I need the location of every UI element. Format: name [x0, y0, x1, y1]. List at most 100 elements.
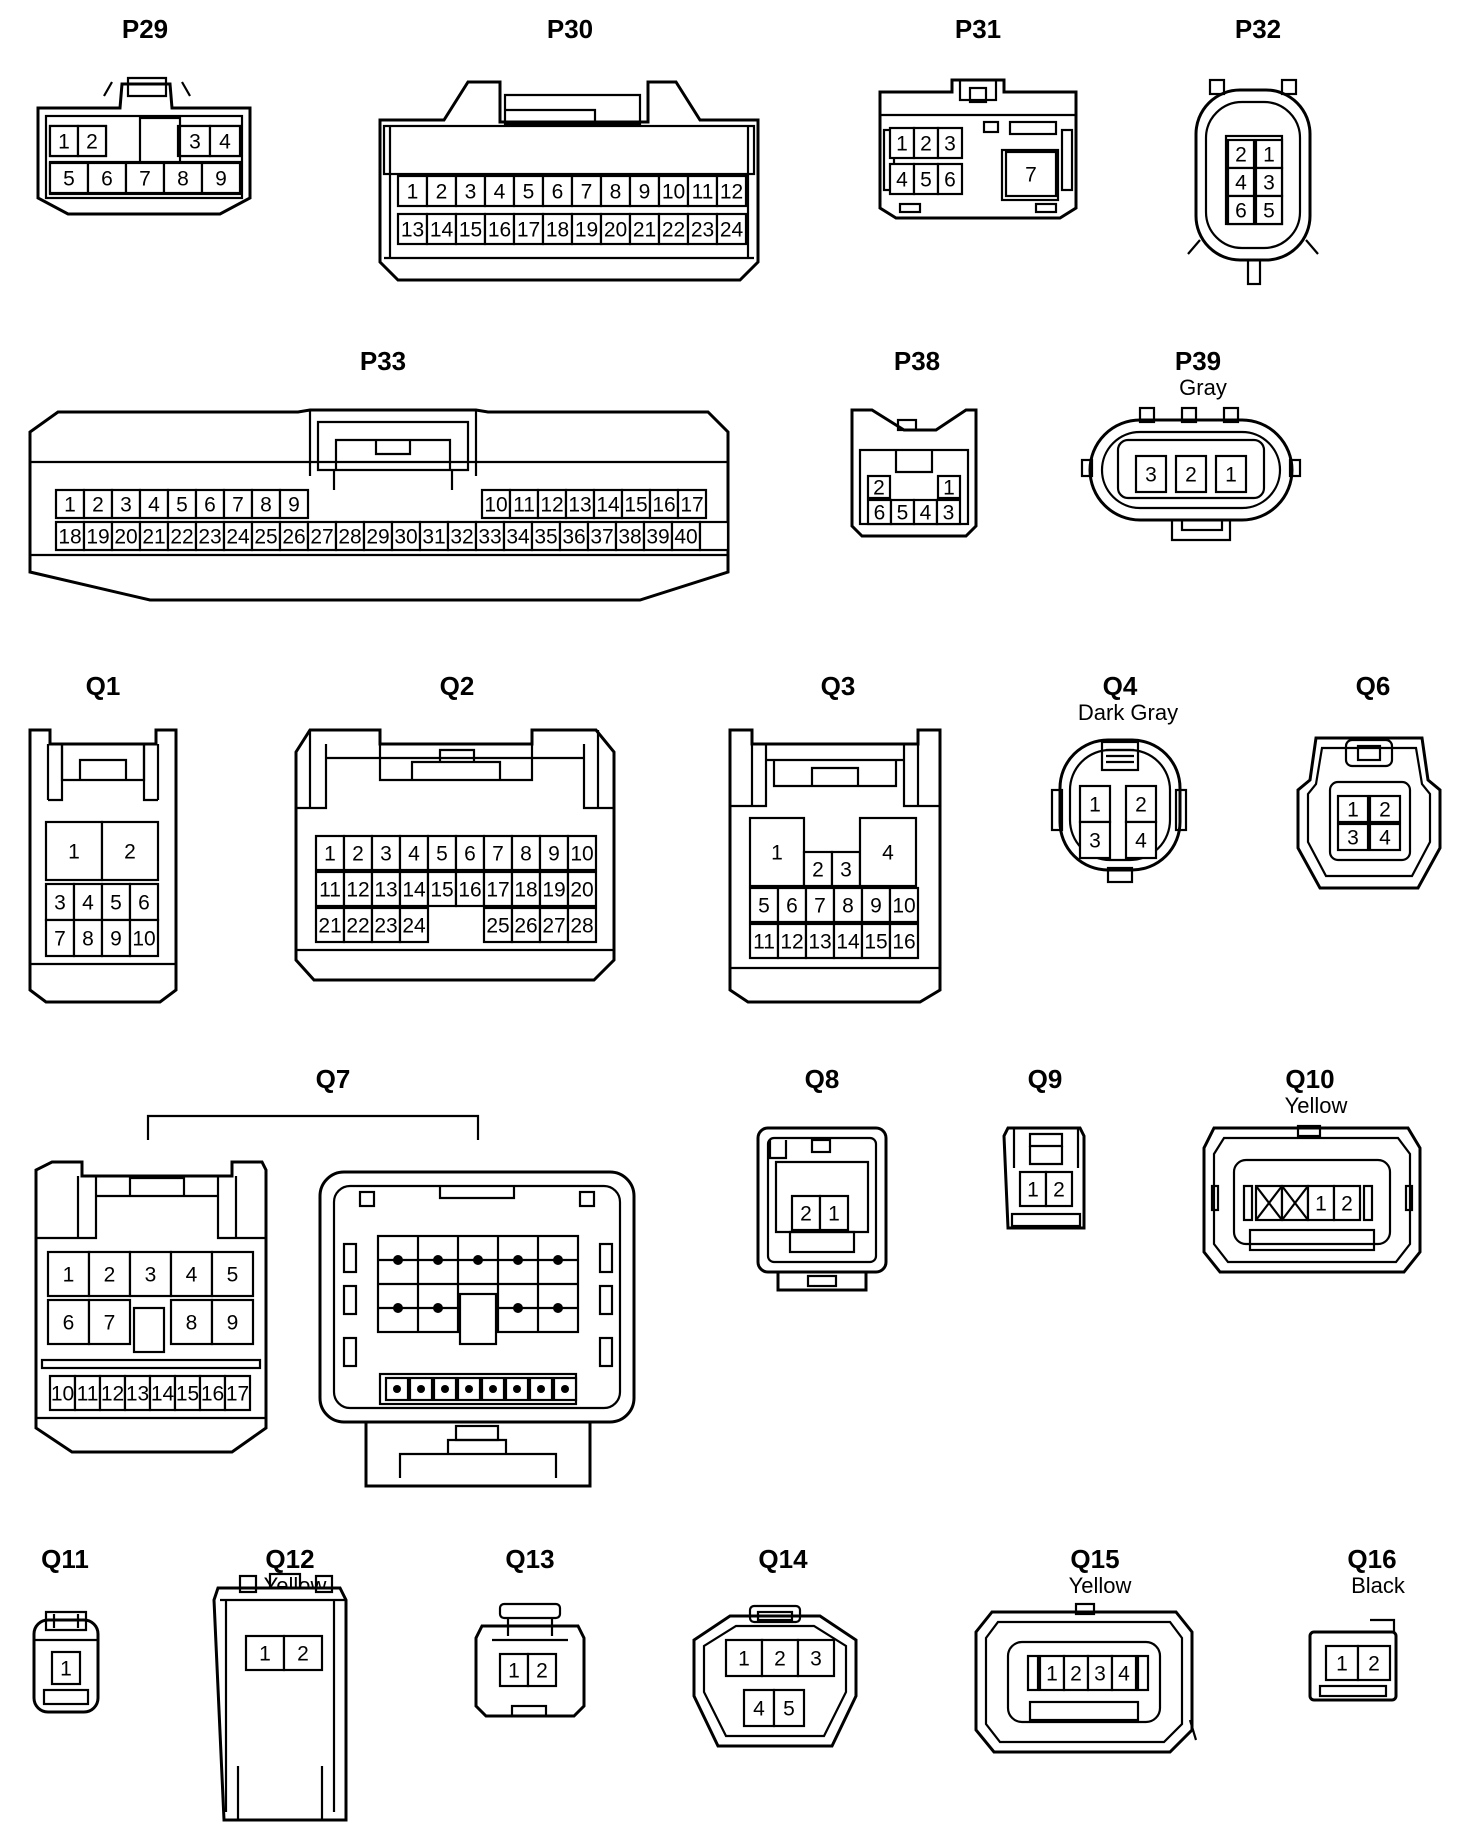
pin-label: 2: [124, 841, 136, 864]
pin-cell: [370, 906, 402, 944]
pin-label: 23: [691, 219, 714, 242]
pin-label: 1: [508, 1660, 520, 1683]
pin-label: 12: [720, 181, 743, 204]
pin-cell: [912, 162, 940, 196]
pin-label: 21: [318, 915, 341, 938]
pin-cell: [223, 1374, 252, 1412]
pin-cell: [166, 488, 198, 520]
pin-label: 35: [534, 526, 557, 549]
terminal-dot: [513, 1385, 521, 1393]
pin-cell: [454, 834, 486, 872]
pin-label: 1: [64, 494, 76, 517]
pin-label: 4: [1379, 827, 1391, 850]
pin-label: 1: [68, 841, 80, 864]
pin-label: 37: [590, 526, 613, 549]
pin-label: 5: [110, 892, 122, 915]
pin-label: 18: [58, 526, 81, 549]
pin-label: 7: [139, 168, 151, 191]
pin-label: 25: [254, 526, 277, 549]
pin-label: 16: [652, 494, 675, 517]
pin-cell: [194, 520, 226, 552]
pin-label: 1: [1046, 1663, 1058, 1686]
pin-cell: [570, 174, 603, 208]
pin-label: 17: [517, 219, 540, 242]
pin-cell: [44, 918, 76, 958]
pin-label: 6: [63, 1312, 75, 1335]
pin-label: 3: [465, 181, 477, 204]
pin-label: 9: [870, 895, 882, 918]
pin-label: 3: [1089, 830, 1101, 853]
pin-label: 2: [1135, 794, 1147, 817]
pin-cell: [370, 870, 402, 908]
pin-cell: [936, 162, 964, 196]
pin-label: 5: [758, 895, 770, 918]
pin-label: 13: [401, 219, 424, 242]
pin-label: 3: [810, 1648, 822, 1671]
pin-cell: [483, 212, 516, 246]
pin-label: 4: [1135, 830, 1147, 853]
pin-label: 2: [800, 1203, 812, 1226]
pin-label: 22: [662, 219, 685, 242]
pin-cell: [1368, 822, 1402, 852]
pin-label: 5: [176, 494, 188, 517]
pin-cell: [804, 922, 836, 960]
subtitle-q10: Yellow: [1285, 1093, 1348, 1118]
pin-label: 4: [753, 1698, 765, 1721]
pin-cell: [1004, 150, 1058, 198]
pin-label: 15: [459, 219, 482, 242]
pin-label: 29: [366, 526, 389, 549]
pin-cell: [1124, 820, 1158, 860]
pin-label: 1: [324, 843, 336, 866]
pin-cell: [200, 161, 242, 195]
pin-label: 25: [486, 915, 509, 938]
pin-label: 15: [864, 931, 887, 954]
pin-cell: [110, 520, 142, 552]
pin-label: 16: [458, 879, 481, 902]
connector-q11: 1: [32, 1610, 100, 1714]
pin-label: 14: [596, 494, 620, 517]
pin-label: 13: [808, 931, 831, 954]
title-q4: Q4: [1103, 671, 1138, 701]
pin-label: 1: [738, 1648, 750, 1671]
pin-cell: [162, 161, 204, 195]
pin-cell: [210, 1298, 255, 1346]
pin-label: 9: [639, 181, 651, 204]
pin-label: 3: [189, 131, 201, 154]
pin-label: 5: [227, 1264, 239, 1287]
pin-cell: [676, 488, 708, 520]
pin-label: 12: [540, 494, 563, 517]
pin-label: 14: [836, 931, 860, 954]
pin-label: 2: [1368, 1653, 1380, 1676]
pin-label: 4: [1235, 172, 1247, 195]
pin-cell: [342, 870, 374, 908]
pin-label: 8: [610, 181, 622, 204]
pin-label: 5: [436, 843, 448, 866]
pin-label: 18: [546, 219, 569, 242]
title-p31: P31: [955, 14, 1001, 44]
pin-cell: [772, 1688, 806, 1728]
pin-cell: [566, 870, 598, 908]
pin-cell: [642, 520, 674, 552]
title-q8: Q8: [805, 1064, 840, 1094]
title-q15: Q15: [1070, 1544, 1119, 1574]
pin-cell: [123, 1374, 152, 1412]
pin-cell: [1078, 784, 1112, 824]
pin-cell: [362, 520, 394, 552]
pin-cell: [342, 906, 374, 944]
pin-cell: [1214, 454, 1248, 494]
pin-cell: [73, 1374, 102, 1412]
pin-cell: [54, 488, 86, 520]
pin-cell: [100, 820, 160, 882]
pin-label: 24: [720, 219, 744, 242]
pin-label: 6: [204, 494, 216, 517]
pin-cell: [936, 126, 964, 160]
pin-cell: [592, 488, 624, 520]
pin-label: 2: [92, 494, 104, 517]
pin-cell: [715, 212, 748, 246]
pin-cell: [1332, 1184, 1362, 1222]
